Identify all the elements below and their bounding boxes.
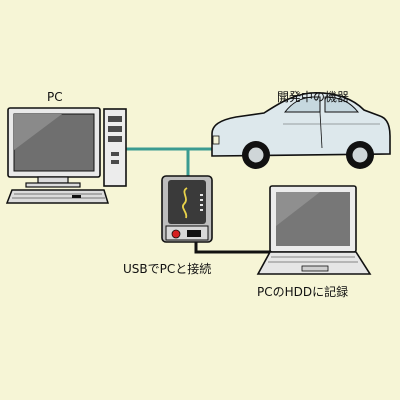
- pc-tower-icon: [103, 108, 127, 187]
- pc-monitor-icon: [7, 107, 101, 188]
- usb-cable: [194, 242, 272, 254]
- hdd-record-label: PCのHDDに記録: [257, 285, 349, 299]
- bus-cable: [126, 147, 212, 176]
- device-label: 開発中の機器: [277, 90, 350, 104]
- car-icon: [211, 92, 391, 169]
- pc-label: PC: [47, 90, 63, 104]
- laptop-icon: [256, 185, 372, 275]
- keyboard-icon: [5, 189, 110, 204]
- usb-connect-label: USBでPCと接続: [123, 262, 212, 276]
- usb-adapter-icon: [161, 175, 213, 243]
